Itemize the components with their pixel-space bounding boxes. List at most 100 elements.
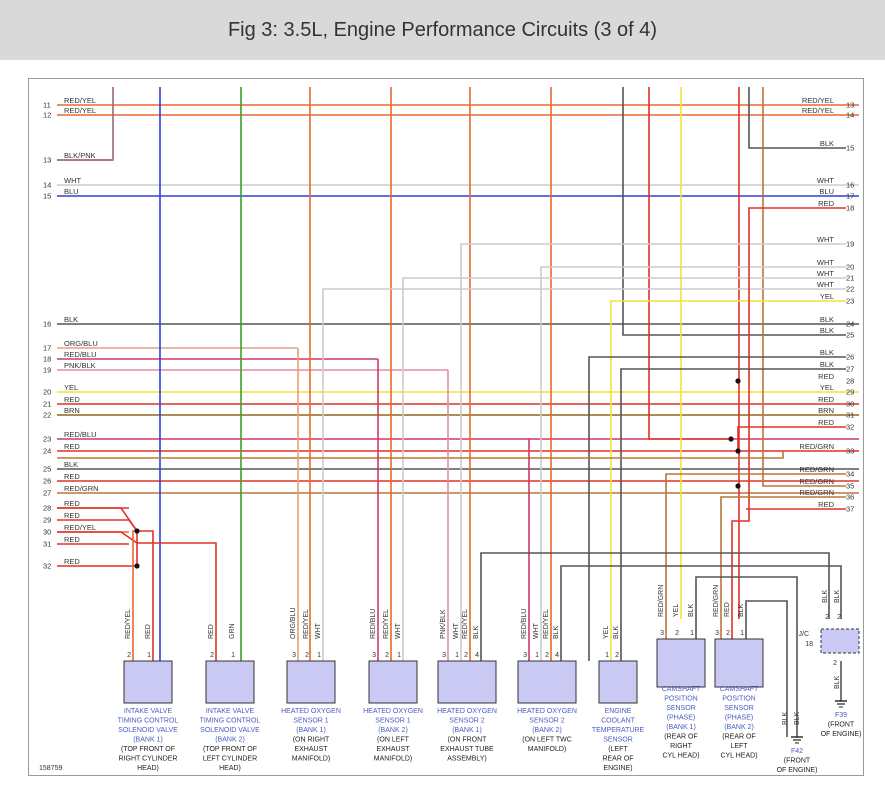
pin-wire-label: BLK: [688, 603, 695, 617]
pin-number: 1: [455, 652, 459, 659]
right-wire-number: 26: [846, 353, 854, 362]
pin-number: 2: [127, 652, 131, 659]
component-label: (TOP FRONT OF: [121, 746, 175, 753]
pin-number: 3: [660, 630, 664, 637]
left-wire-number: 31: [43, 540, 51, 549]
left-wire-number: 22: [43, 411, 51, 420]
blk-wire: [748, 87, 846, 149]
right-wire-label: RED: [818, 199, 834, 208]
jc-wire-label: BLK: [822, 589, 829, 603]
component-label: (REAR OF: [722, 734, 755, 741]
right-wire-number: 23: [846, 297, 854, 306]
component-label: ASSEMBLY): [447, 756, 487, 763]
component-label: (ON FRONT: [448, 737, 488, 744]
pin-number: 2: [464, 652, 468, 659]
right-wire-number: 13: [846, 101, 854, 110]
pin-number: 1: [147, 652, 151, 659]
left-wire-label: RED/YEL: [64, 106, 96, 115]
pin-number: 2: [615, 652, 619, 659]
right-wire-label: BLK: [820, 326, 834, 335]
right-wire-label: BLK: [820, 360, 834, 369]
left-wire-label: RED/BLU: [64, 430, 97, 439]
component-label: MANIFOLD): [374, 756, 413, 763]
right-wire-number: 31: [846, 411, 854, 420]
component-label: LEFT CYLINDER: [203, 756, 257, 763]
component-label: (REAR OF: [664, 734, 697, 741]
pin-wire-label: RED: [208, 624, 215, 639]
component-box: [205, 660, 255, 704]
right-wire-label: RED/YEL: [802, 96, 834, 105]
pin-wire-label: WHT: [533, 622, 540, 639]
left-wire-number: 24: [43, 447, 51, 456]
blk-wire: [695, 576, 798, 737]
pin-wire-label: BLK: [473, 625, 480, 639]
component-label: (PHASE): [667, 715, 695, 722]
left-wire-label: RED: [64, 499, 80, 508]
left-wire-number: 12: [43, 111, 51, 120]
left-wire-number: 27: [43, 489, 51, 498]
component-label: CAMSHAFT: [662, 686, 701, 693]
right-wire-number: 19: [846, 240, 854, 249]
component-label: COOLANT: [601, 718, 636, 725]
pin-wire-label: BLK: [613, 625, 620, 639]
right-wire-label: RED: [818, 500, 834, 509]
component-label: CYL HEAD): [720, 753, 757, 760]
right-wire-label: WHT: [817, 280, 834, 289]
red-grn-wire: [57, 451, 784, 459]
component-label: RIGHT CYLINDER: [119, 756, 178, 763]
right-wire-number: 27: [846, 365, 854, 374]
right-wire-label: RED/GRN: [799, 488, 834, 497]
component-label: CAMSHAFT: [720, 686, 759, 693]
pin-wire-label: BLK: [738, 603, 745, 617]
pin-wire-label: RED/GRN: [713, 585, 720, 617]
blk-wire: [620, 368, 846, 661]
left-wire-label: BLK: [64, 315, 78, 324]
component-label: MANIFOLD): [528, 746, 567, 753]
pin-wire-label: GRN: [229, 623, 236, 639]
pin-number: 3: [372, 652, 376, 659]
component-label: (BANK 2): [724, 724, 754, 731]
jc-pin: 2: [825, 614, 829, 621]
left-wire-label: RED: [64, 511, 80, 520]
component-box: [123, 660, 173, 704]
red-wire: [737, 426, 846, 451]
pin-wire-label: RED: [145, 624, 152, 639]
yel-wire: [610, 300, 846, 661]
right-wire-number: 33: [846, 447, 854, 456]
right-wire-number: 29: [846, 388, 854, 397]
figure-title: Fig 3: 3.5L, Engine Performance Circuits…: [227, 18, 658, 41]
splice-dot: [728, 436, 734, 442]
component-box: [598, 660, 638, 704]
left-wire-number: 13: [43, 156, 51, 165]
component-label: HEAD): [137, 765, 159, 772]
right-wire-label: BLU: [819, 187, 834, 196]
left-wire-label: BRN: [64, 406, 80, 415]
left-wire-number: 19: [43, 366, 51, 375]
splice-dot: [735, 483, 741, 489]
component-label: SENSOR: [724, 705, 754, 712]
component-label: (BANK 1): [133, 737, 163, 744]
pin-wire-label: RED/BLU: [521, 609, 528, 639]
pin-wire-label: BLK: [553, 625, 560, 639]
component-label: TIMING CONTROL: [200, 718, 261, 725]
right-wire-number: 17: [846, 192, 854, 201]
left-wire-label: PNK/BLK: [64, 361, 96, 370]
right-wire-number: 24: [846, 320, 854, 329]
left-wire-label: RED/GRN: [64, 484, 99, 493]
left-wire-number: 11: [43, 101, 51, 110]
right-wire-number: 37: [846, 505, 854, 514]
component-label: SENSOR 2: [529, 718, 565, 725]
pin-number: 2: [210, 652, 214, 659]
pin-wire-label: YEL: [673, 604, 680, 617]
right-wire-number: 18: [846, 204, 854, 213]
component-label: (BANK 2): [215, 737, 245, 744]
left-wire-label: RED/YEL: [64, 523, 96, 532]
left-wire-number: 32: [43, 562, 51, 571]
component-label: (BANK 1): [666, 724, 696, 731]
red-grn-wire: [665, 473, 846, 661]
component-label: (BANK 1): [452, 727, 482, 734]
component-label: (ON LEFT TWC: [522, 737, 572, 744]
left-wire-number: 25: [43, 465, 51, 474]
